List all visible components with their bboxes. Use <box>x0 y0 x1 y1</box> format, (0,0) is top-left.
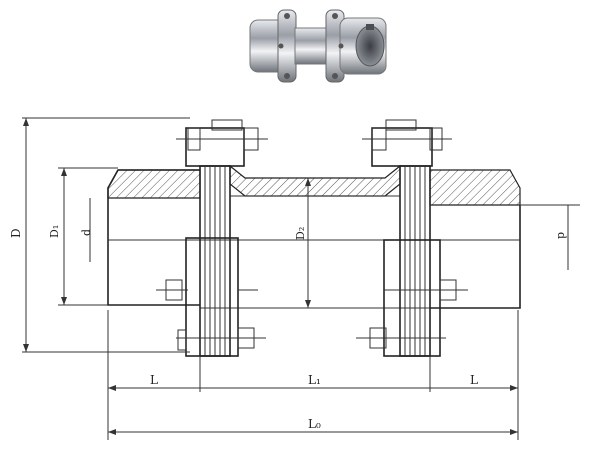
dim-label-d-left: d <box>80 229 93 236</box>
coupling-section-drawing: D D₁ d D₂ d L L₁ L L₀ <box>9 117 580 440</box>
coupling-product-photo <box>249 9 387 83</box>
dim-label-L0: L₀ <box>308 417 321 431</box>
dim-label-L-right: L <box>470 373 478 387</box>
dim-label-L-left: L <box>150 373 158 387</box>
dim-label-D: D <box>9 228 23 238</box>
dim-label-D1: D₁ <box>48 225 61 238</box>
dim-label-D2: D₂ <box>294 227 307 240</box>
dim-label-d-right: d <box>555 232 568 239</box>
dim-label-L1: L₁ <box>308 373 321 387</box>
